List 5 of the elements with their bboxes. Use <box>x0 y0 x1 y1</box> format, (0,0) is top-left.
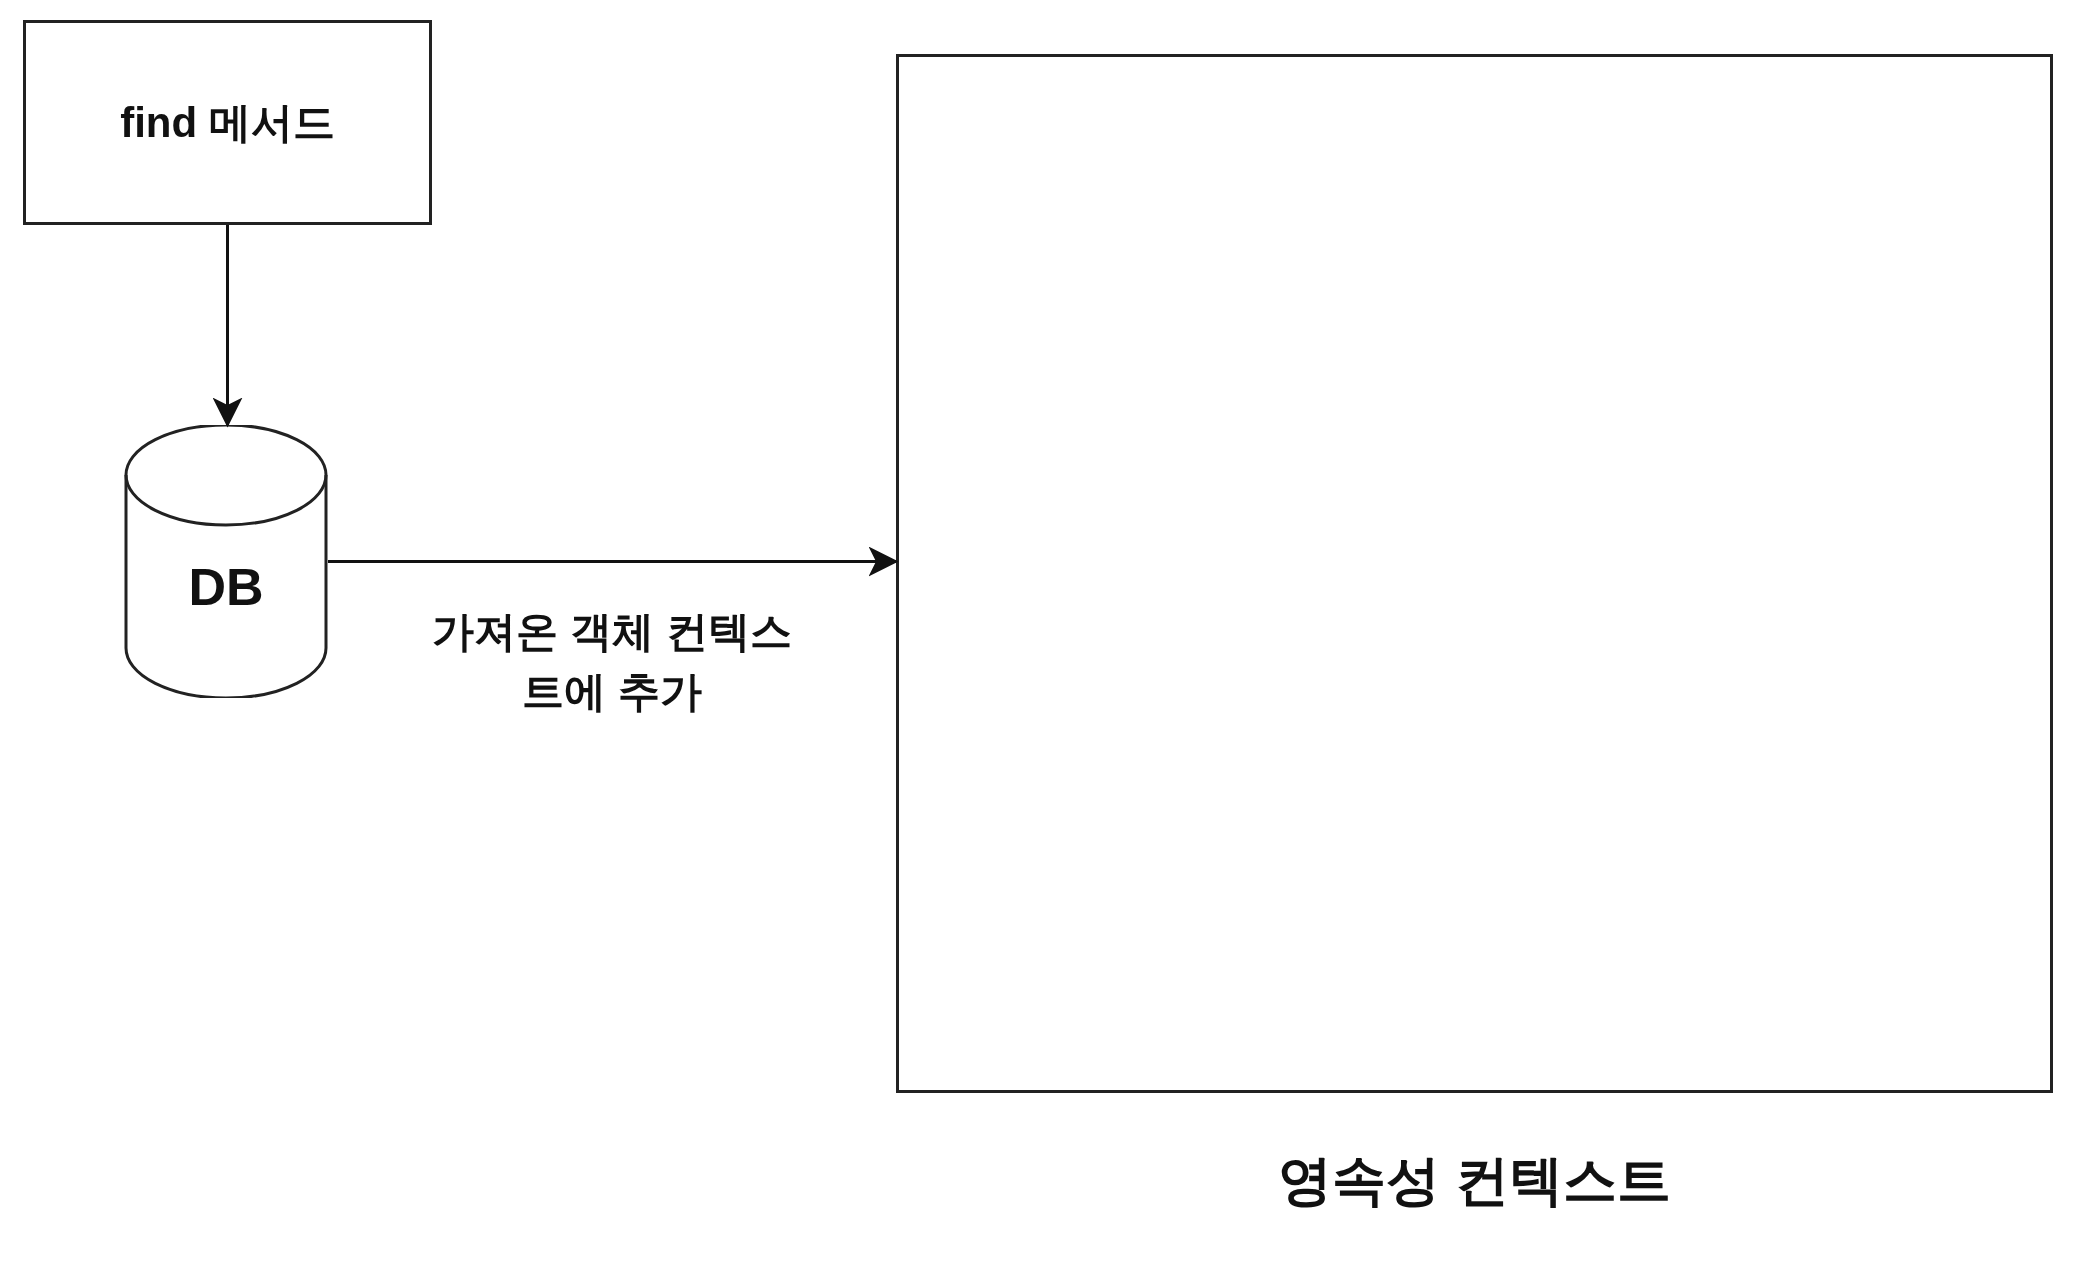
arrow <box>328 546 899 577</box>
arrow <box>212 225 243 428</box>
database-label: DB <box>188 556 264 617</box>
box-heading: 영속성 컨텍스트 <box>1278 1148 1671 1212</box>
method-box: find 메서드 <box>23 20 432 225</box>
